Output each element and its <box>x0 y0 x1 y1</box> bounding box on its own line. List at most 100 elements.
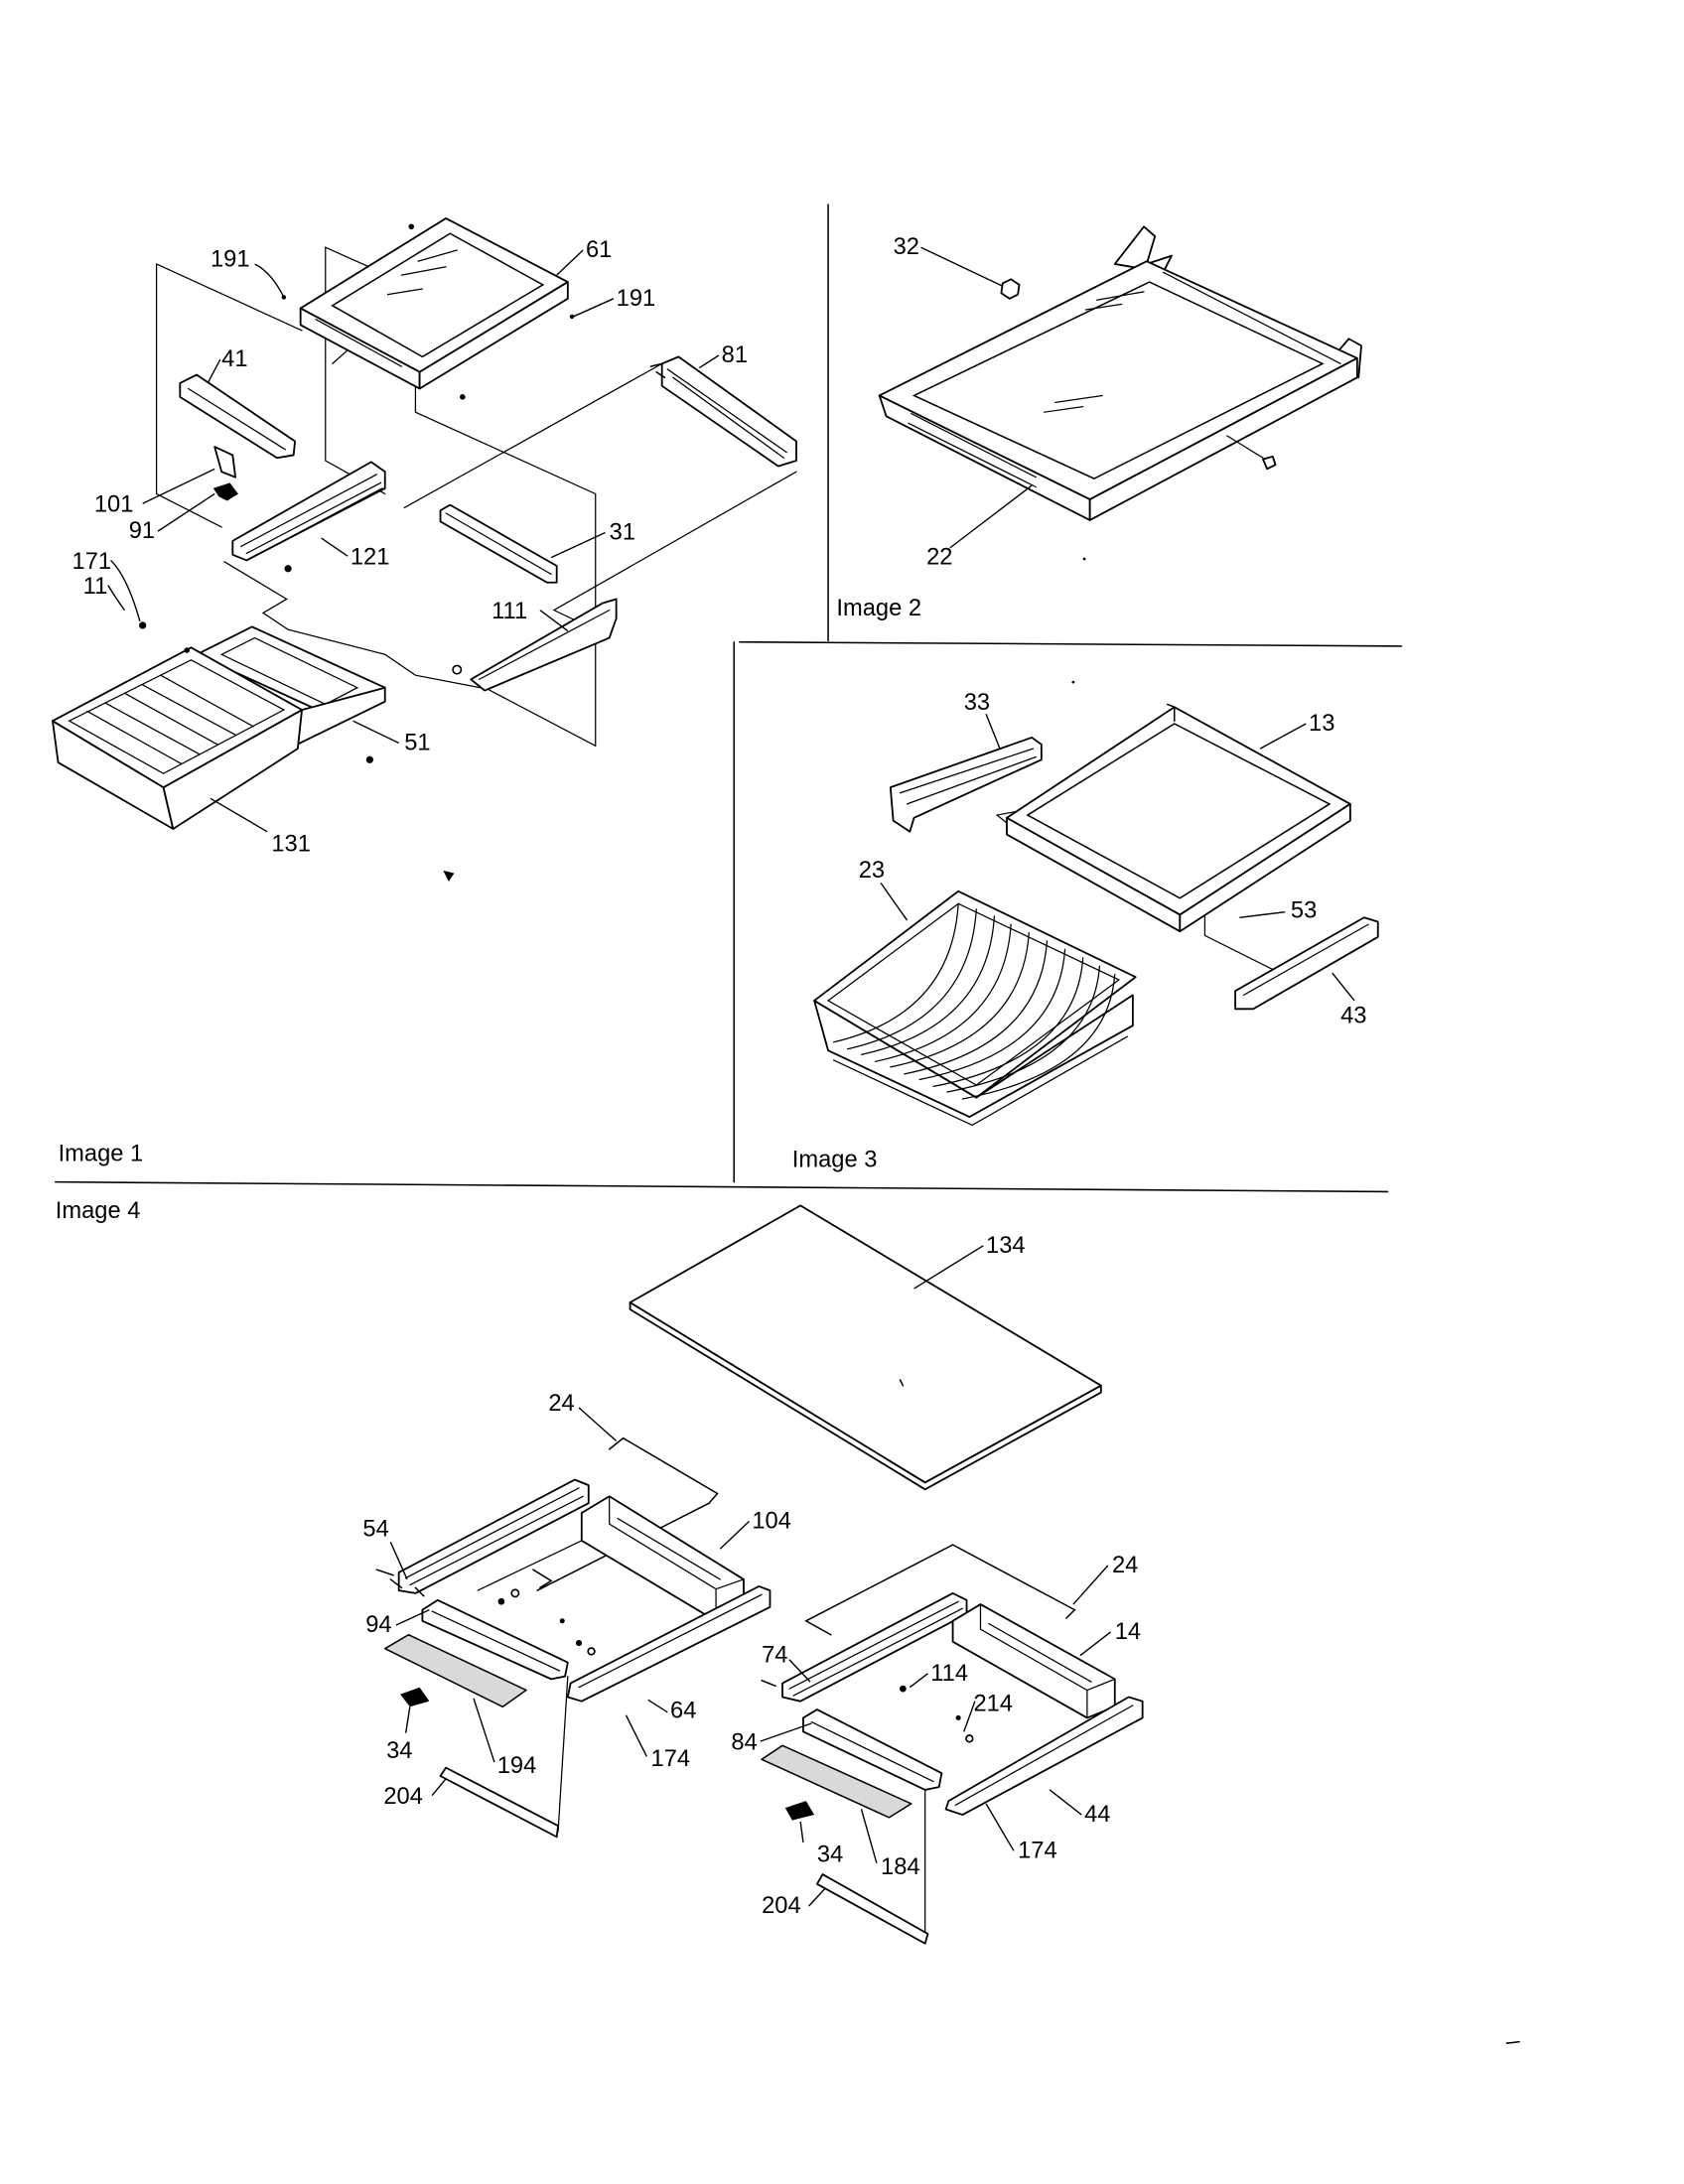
trim-panel <box>383 1633 527 1708</box>
image-4-panel: Image 4 <box>56 1198 1520 2044</box>
leader-174-right <box>985 1803 1015 1851</box>
rail-hooks <box>389 1578 425 1597</box>
leader-23 <box>880 882 909 921</box>
front-bar <box>421 1598 569 1681</box>
leader-74 <box>788 1659 811 1683</box>
rail-groove <box>899 748 1037 805</box>
leader-91 <box>157 492 215 532</box>
glass-shelf <box>281 217 575 400</box>
screw-lead-line <box>1226 435 1264 459</box>
slide-rail <box>231 461 386 562</box>
divider-horizontal-middle <box>55 1180 1389 1193</box>
callout-leaders <box>107 249 720 833</box>
left-shelf-assembly <box>375 1436 772 1839</box>
assembly-line <box>223 561 597 747</box>
rail-groove <box>188 387 286 451</box>
leader-22 <box>949 484 1033 549</box>
spring-clip <box>212 482 238 501</box>
basket-rim <box>813 889 1137 1099</box>
leader-31 <box>550 531 606 559</box>
leader-131 <box>210 797 268 833</box>
callout-24-left: 24 <box>548 1391 574 1417</box>
callout-34-right: 34 <box>817 1842 843 1867</box>
callout-11: 11 <box>83 574 108 600</box>
bar-groove <box>431 1610 561 1672</box>
panel-dividers <box>55 204 1403 1193</box>
leader-54 <box>389 1542 408 1580</box>
bar-groove <box>810 1720 934 1783</box>
callout-61: 61 <box>586 237 612 263</box>
screw <box>569 314 575 320</box>
right-shelf-assembly <box>761 1544 1144 1945</box>
shelf-rail <box>179 373 296 460</box>
callout-101: 101 <box>94 492 134 518</box>
leader-84 <box>760 1722 812 1742</box>
shelf-glass <box>1026 723 1332 899</box>
drawer-inner-rim <box>68 659 286 774</box>
drawer-top-rim <box>52 646 303 789</box>
washer <box>587 1647 596 1656</box>
leader-134 <box>913 1245 984 1290</box>
callout-214: 214 <box>974 1691 1014 1716</box>
callout-184: 184 <box>881 1854 920 1880</box>
callout-174-left: 174 <box>651 1746 691 1772</box>
callout-23: 23 <box>859 858 885 884</box>
callout-111: 111 <box>491 599 527 624</box>
rail-groove <box>240 474 383 559</box>
callout-labels: 33 13 23 53 43 <box>859 690 1367 1028</box>
glass-glare <box>1044 291 1145 413</box>
trim-panel <box>761 1744 912 1819</box>
callout-191-right: 191 <box>617 286 656 312</box>
front-bar <box>802 1708 943 1791</box>
assembly-line <box>557 1675 569 1833</box>
speck <box>1505 2041 1520 2044</box>
assembly-line <box>403 362 663 509</box>
crisper-drawer <box>52 646 303 830</box>
callout-91: 91 <box>129 518 155 544</box>
callout-194: 194 <box>497 1753 537 1779</box>
leader-104 <box>719 1520 751 1550</box>
assembly-line <box>155 263 222 528</box>
callout-34-left: 34 <box>386 1738 412 1764</box>
leader-64 <box>647 1699 668 1713</box>
callout-81: 81 <box>722 342 748 368</box>
screw <box>184 647 191 653</box>
assembly-line <box>155 263 303 332</box>
clip-body <box>212 482 238 501</box>
screw <box>460 394 466 400</box>
glass-shelf <box>878 225 1362 521</box>
hex-nut <box>1000 278 1021 300</box>
shelf-glass <box>912 281 1325 479</box>
screw <box>955 1714 961 1720</box>
frame-inner <box>219 636 359 706</box>
leader-214 <box>963 1701 976 1732</box>
assembly-line <box>477 1540 583 1591</box>
arrow-mark <box>443 870 455 882</box>
rail-groove <box>1242 923 1369 996</box>
speck <box>1082 557 1086 561</box>
panel-caption-image-1: Image 1 <box>59 1142 144 1167</box>
panel-ridge <box>666 368 787 459</box>
support-rail <box>439 503 558 584</box>
leader-43 <box>1332 972 1355 1002</box>
leader-11 <box>107 585 126 612</box>
callout-204-right: 204 <box>762 1893 801 1919</box>
screw <box>497 1597 505 1605</box>
washer <box>510 1588 520 1598</box>
callout-64: 64 <box>670 1698 696 1723</box>
drawer-cover-panel <box>649 355 797 468</box>
callout-84: 84 <box>731 1730 757 1756</box>
panel-caption-image-2: Image 2 <box>836 596 921 621</box>
bracket-body <box>213 446 237 478</box>
leader-111 <box>539 610 569 632</box>
image-1-panel: 191 61 191 41 81 101 91 121 31 171 11 11… <box>52 217 797 1167</box>
image-3-panel: 33 13 23 53 43 Image 3 <box>792 680 1379 1172</box>
rail-body <box>889 737 1043 833</box>
callout-labels: 134 24 104 54 24 94 14 74 114 214 64 84 … <box>362 1233 1141 1919</box>
speck <box>899 1379 905 1387</box>
callout-51: 51 <box>404 731 430 756</box>
screw <box>559 1618 565 1624</box>
callout-labels: 32 22 <box>894 234 953 570</box>
